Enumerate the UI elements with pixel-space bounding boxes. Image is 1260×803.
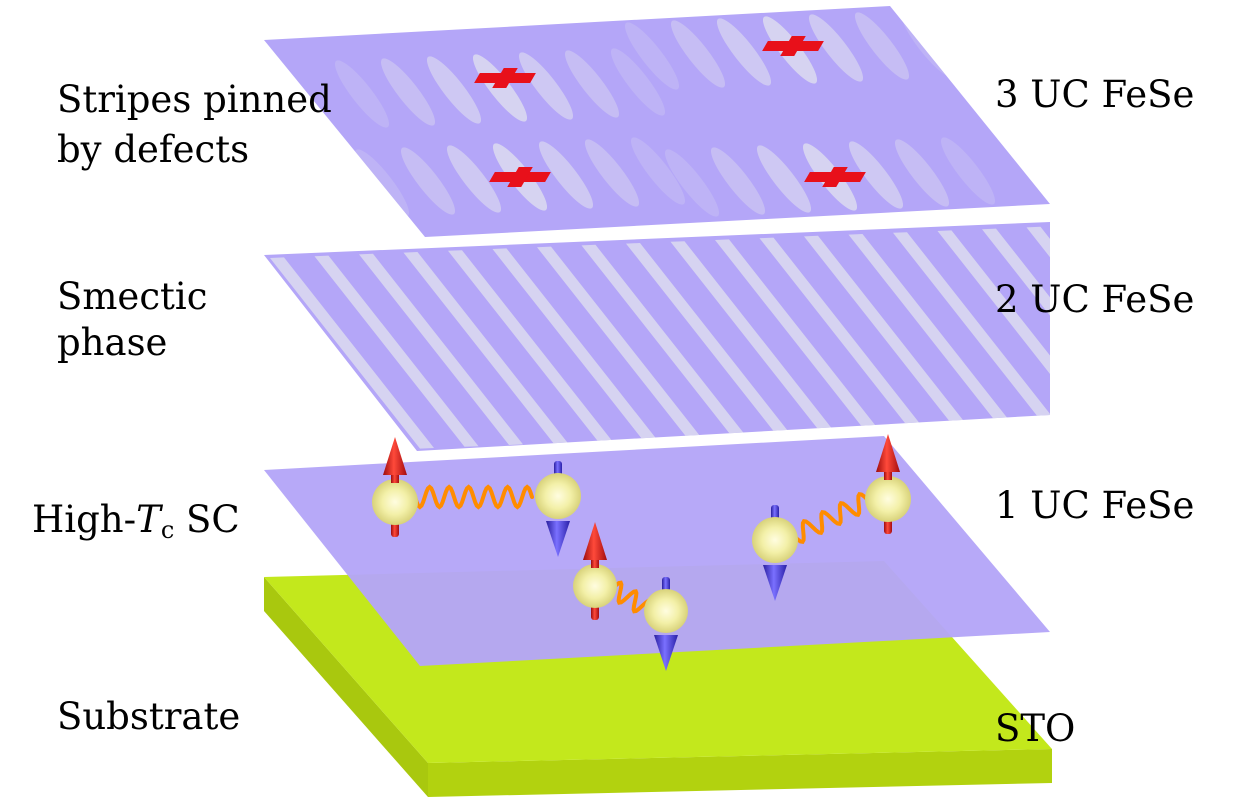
pinned-stripe (446, 145, 502, 213)
electron (865, 434, 911, 534)
stripe (759, 237, 924, 429)
defect-cross-icon (762, 36, 824, 56)
electron-sphere-icon (865, 476, 911, 522)
stripe (448, 250, 612, 442)
spin-up-arrow-icon (391, 473, 399, 483)
cross-bar (492, 68, 518, 88)
stripe (848, 234, 1013, 426)
defect-cross-icon (804, 167, 866, 187)
pinned-stripe (808, 14, 864, 82)
label-2uc-fese: 2 UC FeSe (995, 278, 1194, 321)
spin-up-arrow-icon (876, 434, 900, 472)
stripe (403, 252, 568, 444)
stripe (982, 228, 1050, 420)
spin-down-arrow-icon (654, 635, 678, 671)
label-stripes-line1: Stripes pinned (57, 78, 332, 121)
pinned-stripe (538, 141, 594, 209)
pinned-stripe (630, 137, 686, 205)
pinned-stripe (756, 145, 812, 213)
label-3uc-fese: 3 UC FeSe (995, 73, 1194, 116)
stripe (670, 241, 835, 433)
electron-sphere-icon (372, 479, 418, 525)
pinned-stripe (664, 149, 720, 217)
pinned-stripe (940, 137, 996, 205)
spin-up-arrow-icon (383, 437, 407, 475)
label-high-tc-sc: High-Tc SC (32, 498, 240, 544)
stripe (937, 230, 1050, 422)
label-t-symbol: T (136, 498, 163, 541)
pinned-stripe (380, 58, 436, 126)
spin-down-arrow-icon (763, 565, 787, 601)
label-t-subscript: c (161, 516, 174, 544)
electron (535, 461, 581, 557)
stripe (537, 246, 701, 438)
cross-bar (822, 167, 848, 187)
pinned-stripe (610, 48, 666, 116)
electron-sphere-icon (573, 564, 617, 608)
pinned-stripe (354, 149, 410, 217)
pinned-stripe (710, 147, 766, 215)
substrate-front-face (264, 577, 428, 797)
electron (644, 577, 688, 671)
spin-up-arrow-icon (884, 470, 892, 480)
spin-up-arrow-icon (591, 558, 599, 568)
label-smectic-line2: phase (57, 321, 167, 364)
label-substrate: Substrate (57, 695, 240, 738)
label-sto: STO (995, 707, 1075, 750)
electron-sphere-icon (644, 589, 688, 633)
electron (573, 522, 617, 620)
electron (372, 437, 418, 537)
stripe (715, 239, 879, 431)
label-smectic-line1: Smectic (57, 275, 207, 318)
cross-bar (780, 36, 806, 56)
electron-sphere-icon (535, 473, 581, 519)
pinned-stripe (670, 20, 726, 88)
pinned-stripe (848, 141, 904, 209)
spin-down-arrow-icon (546, 521, 570, 557)
pinned-stripe (400, 147, 456, 215)
spring-icon (413, 484, 534, 510)
label-sc-suffix: SC (174, 498, 239, 541)
defect-cross-icon (489, 167, 551, 187)
stripe (1026, 226, 1050, 418)
label-high-prefix: High- (32, 498, 136, 541)
label-stripes-line2: by defects (57, 128, 249, 171)
pinned-stripe (894, 139, 950, 207)
defect-cross-icon (474, 68, 536, 88)
electron-sphere-icon (752, 517, 798, 563)
defects (474, 36, 866, 187)
stripe (492, 248, 657, 440)
stripe (270, 257, 434, 449)
pinned-stripe (716, 18, 772, 86)
pinned-stripe (854, 12, 910, 80)
stripe (359, 253, 523, 445)
pinned-stripe (334, 60, 390, 128)
stripe (314, 255, 479, 447)
pinned-stripe (426, 56, 482, 124)
label-1uc-fese: 1 UC FeSe (995, 484, 1194, 527)
pinned-stripe (584, 139, 640, 207)
spin-up-arrow-icon (583, 522, 607, 560)
cross-bar (507, 167, 533, 187)
cooper-pairs (372, 434, 911, 671)
spring-icon (792, 491, 870, 545)
substrate-side-face (428, 749, 1052, 797)
smectic-stripes (270, 226, 1050, 449)
stripe (626, 243, 790, 435)
stripe (581, 244, 746, 436)
pinned-stripe (624, 22, 680, 90)
electron (752, 505, 798, 601)
fese-layer-1uc (264, 436, 1050, 666)
pinned-stripe (518, 52, 574, 120)
stripe (893, 232, 1050, 424)
stripe (804, 235, 968, 427)
pinned-stripe (564, 50, 620, 118)
